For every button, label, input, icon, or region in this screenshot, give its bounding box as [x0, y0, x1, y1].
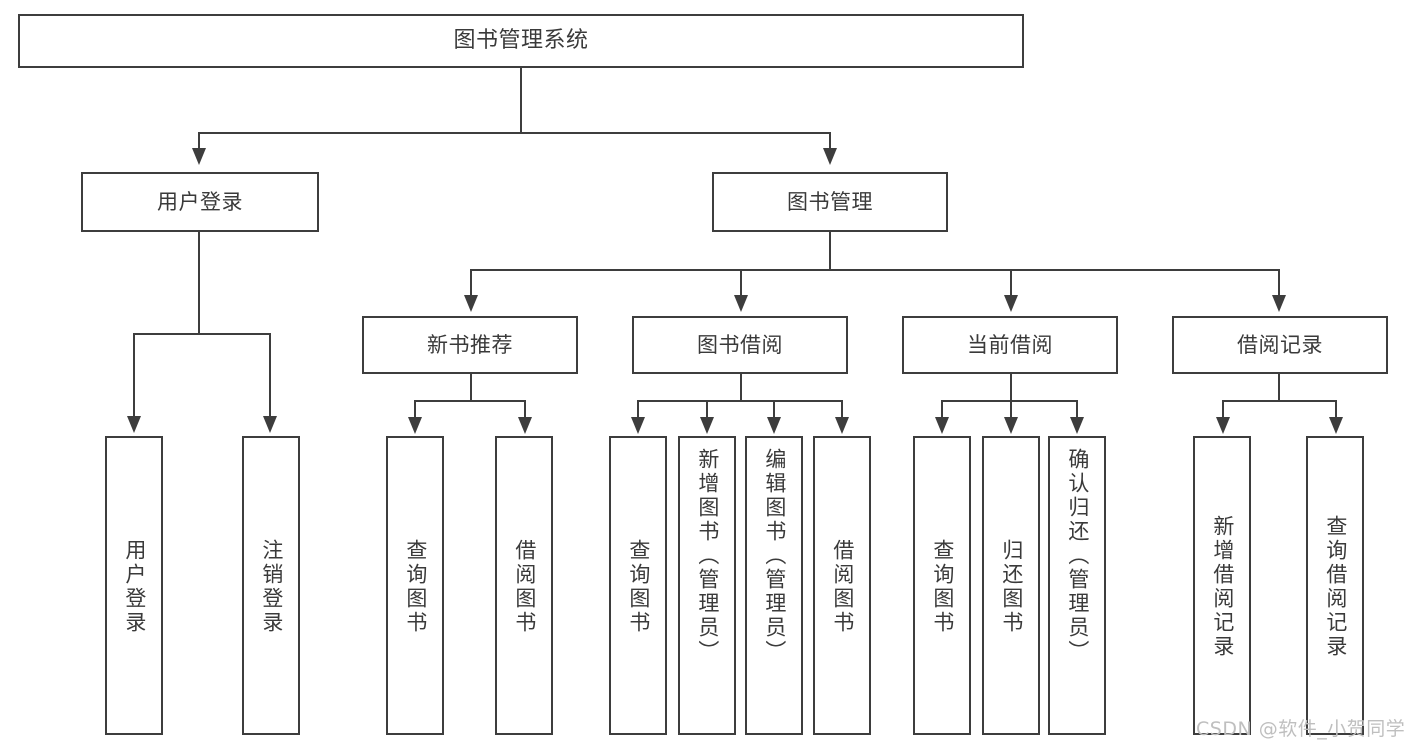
leaf-nb-borrow-book[interactable]: 借阅图书 — [495, 436, 553, 735]
connector-drop-borrow-record — [1278, 269, 1281, 297]
leaf-user-login[interactable]: 用户登录 — [105, 436, 163, 735]
arrowhead-user-login — [192, 148, 206, 165]
node-label: 借阅记录 — [1237, 332, 1323, 357]
node-label: 图书管理系统 — [453, 28, 589, 54]
connector-drop-br-query — [1335, 400, 1338, 419]
arrowhead-leaf-logout — [263, 416, 277, 433]
node-label: 查询借阅记录 — [1323, 514, 1348, 659]
node-borrow-record[interactable]: 借阅记录 — [1172, 316, 1388, 374]
connector-drop-bb-edit — [773, 400, 776, 419]
connector-drop-cb-confirm — [1076, 400, 1079, 419]
connector-drop-bb-borrow — [841, 400, 844, 419]
arrowhead-cb-confirm — [1070, 417, 1084, 434]
connector-new-book-bus — [414, 400, 526, 403]
connector-level1-bus — [198, 132, 831, 135]
leaf-cb-return-book[interactable]: 归还图书 — [982, 436, 1040, 735]
connector-drop-nb-query — [414, 400, 417, 419]
arrowhead-br-add — [1216, 417, 1230, 434]
arrowhead-book-mgmt — [823, 148, 837, 165]
connector-drop-leaf-user-login — [133, 333, 136, 418]
node-label: 新增图书（管理员） — [695, 448, 720, 664]
connector-book-mgmt-stem — [829, 232, 832, 271]
node-label: 查询图书 — [403, 538, 428, 635]
node-label: 图书借阅 — [697, 332, 783, 357]
connector-drop-bb-add — [706, 400, 709, 419]
node-label: 当前借阅 — [967, 332, 1053, 357]
connector-drop-current-borrow — [1010, 269, 1013, 297]
node-label: 确认归还（管理员） — [1065, 448, 1090, 664]
node-new-book-recommend[interactable]: 新书推荐 — [362, 316, 578, 374]
node-book-borrow[interactable]: 图书借阅 — [632, 316, 848, 374]
arrowhead-bb-add — [700, 417, 714, 434]
connector-level2-bus — [470, 269, 1278, 272]
connector-user-login-stem — [198, 232, 201, 335]
leaf-bb-edit-book-admin[interactable]: 编辑图书（管理员） — [745, 436, 803, 735]
connector-drop-cb-return — [1010, 400, 1013, 419]
connector-drop-book-borrow — [740, 269, 743, 297]
leaf-bb-borrow-book[interactable]: 借阅图书 — [813, 436, 871, 735]
connector-drop-br-add — [1222, 400, 1225, 419]
connector-drop-leaf-logout — [269, 333, 272, 418]
node-user-login[interactable]: 用户登录 — [81, 172, 319, 232]
node-label: 用户登录 — [122, 538, 147, 635]
connector-drop-cb-query — [941, 400, 944, 419]
connector-borrow-record-stem — [1278, 374, 1281, 402]
connector-current-borrow-stem — [1010, 374, 1013, 402]
node-label: 新书推荐 — [427, 332, 513, 357]
node-label: 用户登录 — [157, 189, 243, 214]
arrowhead-borrow-record — [1272, 295, 1286, 312]
connector-current-borrow-bus — [941, 400, 1078, 403]
node-label: 新增借阅记录 — [1210, 514, 1235, 659]
node-label: 查询图书 — [930, 538, 955, 635]
arrowhead-bb-query — [631, 417, 645, 434]
leaf-cb-confirm-return-admin[interactable]: 确认归还（管理员） — [1048, 436, 1106, 735]
arrowhead-leaf-user-login — [127, 416, 141, 433]
arrowhead-br-query — [1329, 417, 1343, 434]
arrowhead-bb-edit — [767, 417, 781, 434]
arrowhead-book-borrow — [734, 295, 748, 312]
connector-user-login-bus — [133, 333, 269, 336]
leaf-bb-query-book[interactable]: 查询图书 — [609, 436, 667, 735]
node-book-management[interactable]: 图书管理 — [712, 172, 948, 232]
node-label: 归还图书 — [999, 538, 1024, 635]
leaf-cb-query-book[interactable]: 查询图书 — [913, 436, 971, 735]
connector-book-borrow-bus — [637, 400, 843, 403]
leaf-br-add-record[interactable]: 新增借阅记录 — [1193, 436, 1251, 735]
node-label: 注销登录 — [259, 538, 284, 635]
arrowhead-nb-query — [408, 417, 422, 434]
arrowhead-cb-return — [1004, 417, 1018, 434]
leaf-bb-add-book-admin[interactable]: 新增图书（管理员） — [678, 436, 736, 735]
node-label: 编辑图书（管理员） — [762, 448, 787, 664]
leaf-logout[interactable]: 注销登录 — [242, 436, 300, 735]
connector-drop-bb-query — [637, 400, 640, 419]
connector-drop-nb-borrow — [524, 400, 527, 419]
connector-drop-user-login — [198, 132, 201, 150]
arrowhead-current-borrow — [1004, 295, 1018, 312]
connector-new-book-stem — [470, 374, 473, 402]
leaf-br-query-record[interactable]: 查询借阅记录 — [1306, 436, 1364, 735]
arrowhead-nb-borrow — [518, 417, 532, 434]
connector-drop-new-book — [470, 269, 473, 297]
connector-drop-book-mgmt — [829, 132, 832, 150]
node-label: 图书管理 — [787, 189, 873, 214]
connector-book-borrow-stem — [740, 374, 743, 402]
arrowhead-cb-query — [935, 417, 949, 434]
node-label: 查询图书 — [626, 538, 651, 635]
connector-root-stem — [520, 68, 523, 134]
arrowhead-bb-borrow — [835, 417, 849, 434]
node-current-borrow[interactable]: 当前借阅 — [902, 316, 1118, 374]
connector-borrow-record-bus — [1222, 400, 1337, 403]
arrowhead-new-book — [464, 295, 478, 312]
node-label: 借阅图书 — [512, 538, 537, 635]
node-label: 借阅图书 — [830, 538, 855, 635]
leaf-nb-query-book[interactable]: 查询图书 — [386, 436, 444, 735]
node-root-system[interactable]: 图书管理系统 — [18, 14, 1024, 68]
